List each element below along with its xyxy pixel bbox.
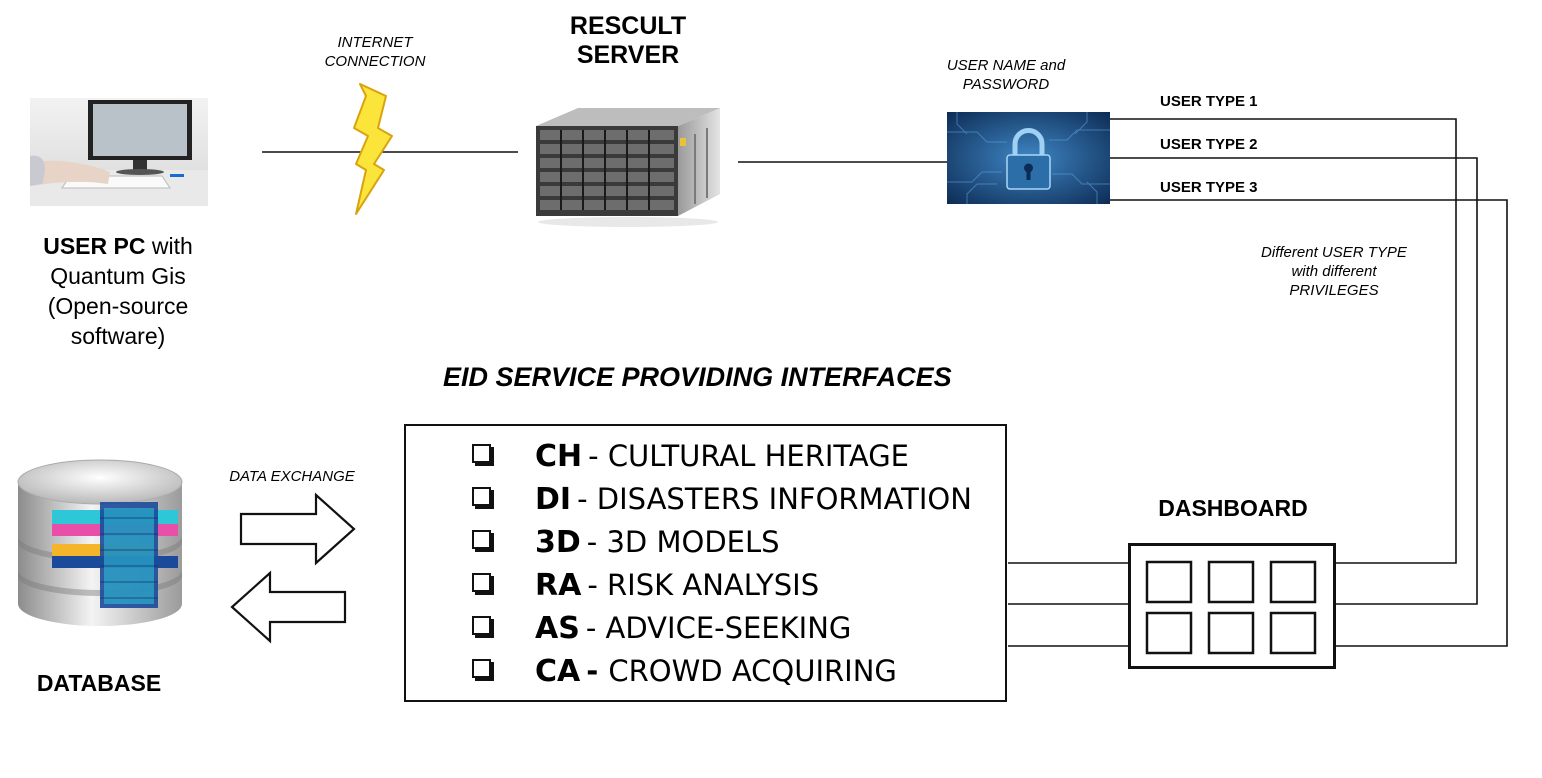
user-type-1-line xyxy=(1110,118,1457,564)
service-item: RA - RISK ANALYSIS xyxy=(472,565,819,605)
service-name-text: CROWD ACQUIRING xyxy=(608,654,897,688)
internet-label-line-2: CONNECTION xyxy=(324,53,426,70)
service-name: - CULTURAL HERITAGE xyxy=(588,439,909,473)
computer-icon xyxy=(30,98,208,206)
privileges-note: Different USER TYPE with different PRIVI… xyxy=(1244,243,1424,300)
lightning-bolt-icon xyxy=(348,82,396,218)
service-name-text: CULTURAL HERITAGE xyxy=(607,439,909,473)
service-name-text: RISK ANALYSIS xyxy=(607,568,820,602)
database-icon xyxy=(8,458,192,634)
service-name-text: DISASTERS INFORMATION xyxy=(596,482,972,516)
service-separator: - xyxy=(588,439,608,473)
user-type-2-line xyxy=(1110,157,1478,605)
arrow-right-icon xyxy=(238,492,358,566)
services-title: EID SERVICE PROVIDING INTERFACES xyxy=(443,362,952,392)
user-type-2-label: USER TYPE 2 xyxy=(1160,136,1258,153)
service-separator: - xyxy=(586,525,607,559)
credentials-label: USER NAME and PASSWORD xyxy=(930,56,1082,94)
server-title-line-2: SERVER xyxy=(576,41,680,69)
services-box: CH - CULTURAL HERITAGE DI - DISASTERS IN… xyxy=(404,424,1007,702)
padlock-icon xyxy=(947,112,1110,204)
user-type-1-label: USER TYPE 1 xyxy=(1160,93,1258,110)
dashboard-grid-icon xyxy=(1128,543,1336,669)
user-pc-title: USER PC xyxy=(43,233,146,259)
privileges-note-line-1: Different USER TYPE xyxy=(1261,244,1407,261)
service-name: - CROWD ACQUIRING xyxy=(586,654,897,688)
dashboard-label: DASHBOARD xyxy=(1158,495,1308,521)
service-name: - DISASTERS INFORMATION xyxy=(577,482,972,516)
service-name-text: 3D MODELS xyxy=(606,525,780,559)
service-item: DI - DISASTERS INFORMATION xyxy=(472,479,972,519)
internet-connection-label: INTERNET CONNECTION xyxy=(300,33,450,71)
checkbox-icon xyxy=(472,615,491,635)
service-separator: - xyxy=(577,482,597,516)
checkbox-icon xyxy=(472,486,491,506)
server-title: RESCULT SERVER xyxy=(548,12,708,70)
checkbox-icon xyxy=(472,529,491,549)
privileges-note-line-3: PRIVILEGES xyxy=(1289,282,1379,299)
arrow-left-icon xyxy=(228,570,348,644)
service-separator: - xyxy=(587,568,608,602)
service-code: 3D xyxy=(535,524,581,560)
service-name: - 3D MODELS xyxy=(587,525,780,559)
service-item: CH - CULTURAL HERITAGE xyxy=(472,436,909,476)
privileges-note-line-2: with different xyxy=(1291,263,1377,280)
service-item: AS - ADVICE-SEEKING xyxy=(472,608,851,648)
data-exchange-label: DATA EXCHANGE xyxy=(229,468,355,485)
user-pc-line-3: (Open-source xyxy=(47,293,189,319)
service-code: DI xyxy=(535,481,572,517)
service-name-text: ADVICE-SEEKING xyxy=(605,611,852,645)
service-code: CH xyxy=(535,438,583,474)
checkbox-icon xyxy=(472,658,491,678)
service-name: - ADVICE-SEEKING xyxy=(586,611,852,645)
checkbox-icon xyxy=(472,572,491,592)
service-item: CA - CROWD ACQUIRING xyxy=(472,651,897,691)
internet-label-line-1: INTERNET xyxy=(337,34,413,51)
credentials-label-line-2: PASSWORD xyxy=(962,76,1050,93)
service-code: RA xyxy=(535,567,582,603)
service-name: - RISK ANALYSIS xyxy=(587,568,819,602)
server-rack-icon xyxy=(530,104,726,230)
user-pc-line-2: Quantum Gis xyxy=(50,263,186,289)
service-separator: - xyxy=(586,654,609,688)
user-type-3-label: USER TYPE 3 xyxy=(1160,179,1258,196)
user-pc-line-4: software) xyxy=(70,323,166,349)
service-item: 3D - 3D MODELS xyxy=(472,522,780,562)
user-pc-label: USER PC with Quantum Gis (Open-source so… xyxy=(18,231,218,351)
user-type-3-line xyxy=(1110,199,1508,647)
server-title-line-1: RESCULT xyxy=(569,12,687,40)
service-code: CA xyxy=(535,653,581,689)
database-label: DATABASE xyxy=(36,670,162,696)
service-separator: - xyxy=(585,611,606,645)
credentials-label-line-1: USER NAME and xyxy=(946,57,1066,74)
user-pc-title-suffix: with xyxy=(145,233,193,259)
service-code: AS xyxy=(535,610,580,646)
checkbox-icon xyxy=(472,443,491,463)
